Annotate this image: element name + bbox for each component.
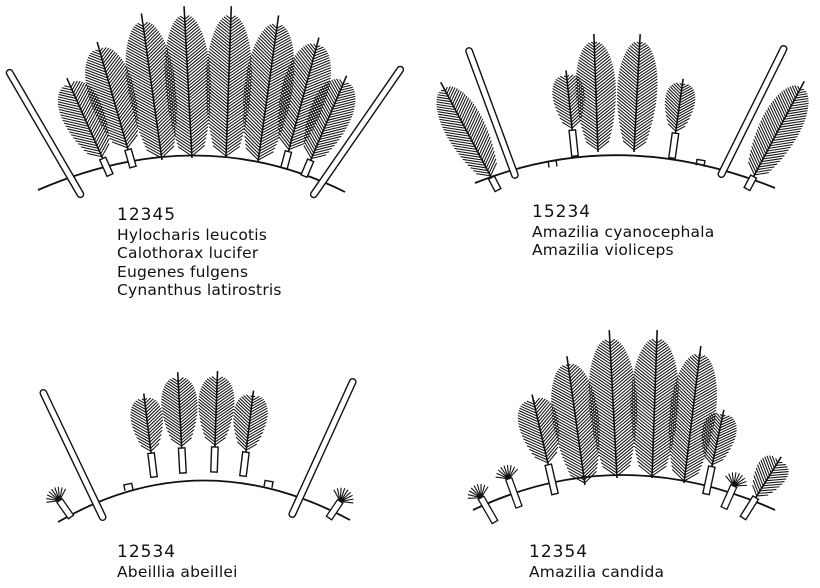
- species-name: Hylocharis leucotis: [117, 226, 282, 245]
- feather-barbs: [737, 75, 820, 184]
- emerging-feather-tuft: [493, 462, 530, 511]
- panel-12354-drawing: [464, 329, 795, 528]
- tail-feather: [657, 77, 698, 160]
- molt-sequence-code: 12354: [529, 543, 664, 562]
- panel-12534-drawing: [39, 370, 358, 524]
- feather-barbs: [197, 374, 235, 445]
- feather-sheath: [569, 130, 578, 157]
- feather-sheath: [125, 149, 136, 168]
- tail-feather: [234, 12, 302, 165]
- tail-feather: [614, 33, 660, 153]
- species-name: Cynanthus latirostris: [117, 281, 282, 300]
- feather-sheath: [211, 447, 218, 472]
- panel-15234-caption: 15234 Amazilia cyanocephala Amazilia vio…: [532, 203, 714, 260]
- tail-feather: [160, 371, 201, 474]
- feather-barbs: [128, 396, 166, 453]
- tail-feather: [161, 5, 215, 159]
- panel-15234-drawing: [423, 33, 820, 199]
- tail-feather: [226, 389, 270, 479]
- panel-12534-caption: 12534 Abeillia abeillei: [117, 543, 238, 581]
- feather-sheath: [100, 157, 113, 176]
- tail-feather: [196, 370, 236, 472]
- feather-sheath: [669, 133, 679, 159]
- tail-feather: [128, 392, 170, 479]
- growing-feather-sheath: [465, 47, 519, 179]
- body-contour-arc: [38, 155, 345, 192]
- tail-feather: [574, 33, 618, 152]
- feather-sheath: [281, 151, 292, 169]
- feather-barbs: [743, 452, 792, 505]
- species-name: Calothorax lucifer: [117, 244, 282, 263]
- emerging-feather-tuft: [319, 483, 357, 524]
- feather-sheath: [148, 453, 157, 478]
- feather-sheath: [178, 448, 186, 473]
- tail-feather: [729, 448, 794, 526]
- species-name: Amazilia violiceps: [532, 241, 714, 260]
- feather-barbs: [160, 375, 200, 447]
- species-name: Amazilia candida: [529, 563, 664, 582]
- panel-12345-caption: 12345 Hylocharis leucotis Calothorax luc…: [117, 206, 282, 300]
- emerging-feather-tuft: [464, 480, 505, 528]
- growing-feather-sheath: [309, 65, 404, 199]
- follicle-notch: [548, 161, 557, 168]
- panel-12345-drawing: [5, 5, 404, 199]
- feather-barbs: [161, 9, 215, 157]
- molt-sequence-code: 12345: [117, 206, 282, 225]
- feather-sheath: [240, 452, 249, 477]
- molt-sequence-code: 12534: [117, 543, 238, 562]
- emerging-feather-tuft: [713, 469, 750, 513]
- growing-feather-sheath: [5, 68, 85, 198]
- molt-sequence-code: 15234: [532, 203, 714, 222]
- feather-rachis: [67, 78, 103, 158]
- feather-sheath: [545, 464, 558, 495]
- feather-sheath: [703, 466, 715, 495]
- species-name: Abeillia abeillei: [117, 563, 238, 582]
- species-name: Amazilia cyanocephala: [532, 223, 714, 242]
- species-name: Eugenes fulgens: [117, 263, 282, 282]
- tail-feather: [203, 5, 254, 159]
- growing-feather-sheath: [288, 378, 357, 519]
- follicle-notch: [264, 480, 273, 487]
- feather-sheath: [301, 159, 314, 177]
- feather-sheath: [489, 176, 501, 191]
- emerging-feather-tuft: [42, 482, 81, 523]
- panel-12354-caption: 12354 Amazilia candida: [529, 543, 664, 581]
